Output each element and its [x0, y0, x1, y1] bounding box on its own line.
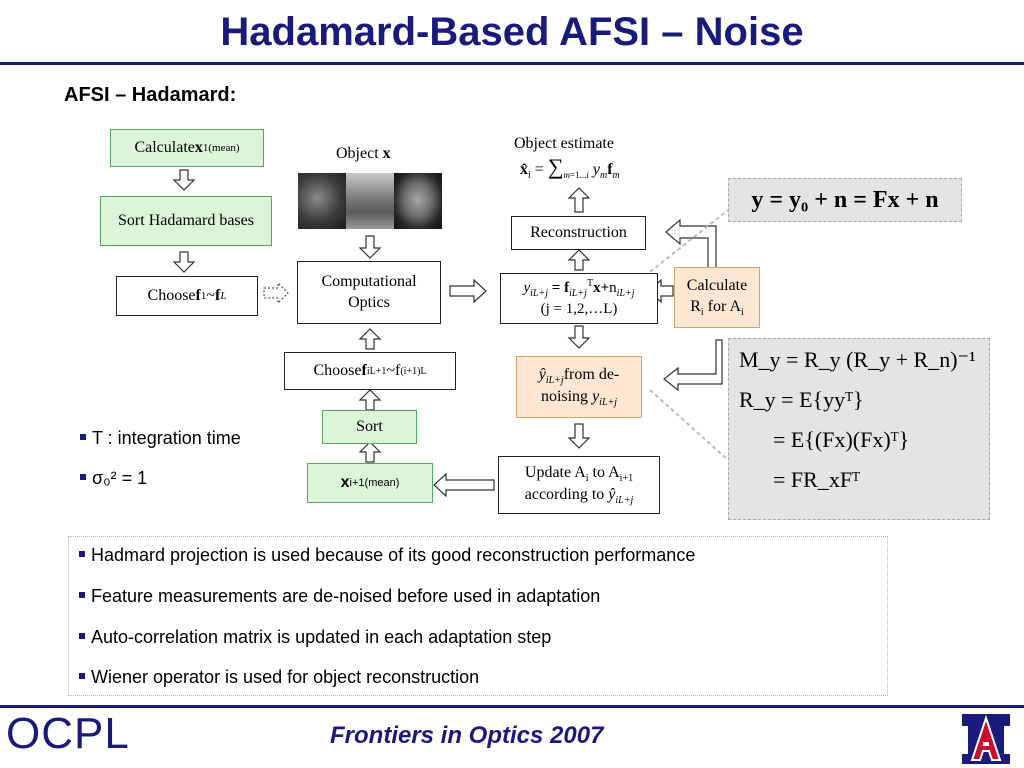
arrow-up-3 — [358, 441, 382, 463]
arrow-down-1 — [172, 169, 196, 191]
bullet-square-icon — [80, 434, 86, 441]
wiener-equation: M_y = R_y (R_y + R_n)⁻¹ — [739, 347, 976, 372]
model-equation: y = y₀ + n = Fx + n — [728, 178, 962, 222]
note-3: Auto-correlation matrix is updated in ea… — [79, 627, 551, 648]
arrow-up-1 — [358, 328, 382, 350]
bullet-square-icon — [79, 633, 85, 640]
arrow-down-3 — [358, 235, 382, 259]
arrow-left-1 — [433, 472, 495, 498]
note-1: Hadmard projection is used because of it… — [79, 545, 695, 566]
object-image-3 — [394, 173, 442, 229]
object-estimate-formula: x̂i = ∑m=1...i ymfm — [520, 154, 620, 182]
bullet-square-icon — [79, 551, 85, 558]
ry-equation-2: = E{(Fx)(Fx)ᵀ} — [773, 427, 910, 452]
arrow-down-4 — [567, 325, 591, 349]
bullet-square-icon — [80, 474, 86, 481]
footer-text: Frontiers in Optics 2007 — [330, 722, 604, 749]
object-image-2 — [346, 173, 394, 229]
calculate-r-box: Calculate Ri for Ai — [674, 267, 760, 328]
update-box: Update Ai to Ai+1 according to ŷiL+j — [498, 456, 660, 514]
ocpl-logo: OCPL — [6, 709, 130, 758]
object-estimate-label: Object estimate — [514, 135, 614, 152]
title-divider — [0, 62, 1024, 65]
bullet-sigma: σ₀² = 1 — [80, 468, 147, 489]
object-images — [298, 173, 442, 229]
arrow-up-5 — [567, 249, 591, 271]
footer-divider — [0, 705, 1024, 708]
computational-optics-box: Computational Optics — [297, 261, 441, 324]
object-label: Object x — [336, 145, 391, 162]
arrow-right-1 — [449, 278, 487, 304]
notes-box: Hadmard projection is used because of it… — [68, 536, 888, 696]
arrow-elbow-2 — [663, 339, 723, 392]
arrow-down-2 — [172, 251, 196, 273]
callout-line-2 — [649, 389, 729, 461]
callout-line-1 — [649, 209, 729, 273]
sort-hadamard-box: Sort Hadamard bases — [100, 196, 272, 246]
denoise-box: ŷiL+jfrom de- noising yiL+j — [516, 356, 642, 418]
bullet-square-icon — [79, 673, 85, 680]
arrow-up-2 — [358, 389, 382, 411]
wiener-equations: M_y = R_y (R_y + R_n)⁻¹ R_y = E{yyᵀ} = E… — [728, 338, 990, 520]
page-title: Hadamard-Based AFSI – Noise — [220, 10, 804, 54]
note-2: Feature measurements are de-noised befor… — [79, 586, 600, 607]
ry-equation: R_y = E{yyᵀ} — [739, 387, 864, 412]
arrow-up-4 — [567, 187, 591, 213]
note-4: Wiener operator is used for object recon… — [79, 667, 479, 688]
section-subtitle: AFSI – Hadamard: — [64, 84, 237, 106]
ry-equation-3: = FR_xFᵀ — [773, 467, 861, 492]
reconstruction-box: Reconstruction — [511, 216, 646, 250]
sort-box: Sort — [322, 410, 417, 444]
measurement-box: yiL+j = fiL+jTx+niL+j (j = 1,2,…L) — [500, 273, 658, 324]
arrow-down-5 — [567, 423, 591, 449]
object-image-1 — [298, 173, 346, 229]
bullet-square-icon — [79, 592, 85, 599]
bullet-integration-time: T : integration time — [80, 428, 241, 449]
arrow-dashed-right — [263, 281, 289, 305]
